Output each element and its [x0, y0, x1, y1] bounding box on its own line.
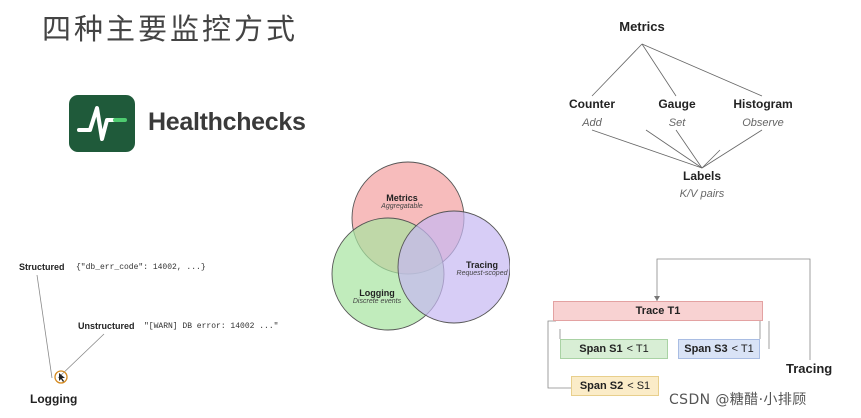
pointer-cursor-icon [54, 370, 68, 384]
span-s2-parent: < S1 [627, 380, 651, 392]
span-s1-parent: < T1 [626, 343, 649, 355]
histogram-label: Histogram [733, 97, 793, 111]
counter-op: Add [582, 117, 602, 129]
unstructured-label: Unstructured [78, 321, 135, 331]
histogram-op: Observe [742, 117, 784, 129]
structured-example: {"db_err_code": 14002, ...} [76, 263, 206, 272]
healthchecks-title: Healthchecks [148, 108, 306, 136]
healthchecks-logo-icon [69, 95, 135, 152]
span-s3-parent: < T1 [731, 343, 754, 355]
watermark-text: CSDN @糖醋·小排顾 [669, 392, 807, 408]
span-s2-box: Span S2 < S1 [571, 376, 659, 396]
span-s2-name: Span S2 [579, 380, 624, 392]
gauge-op: Set [668, 117, 686, 129]
span-s3-box: Span S3 < T1 [678, 339, 760, 359]
venn-diagram [331, 161, 510, 331]
span-s1-box: Span S1 < T1 [560, 339, 668, 359]
counter-label: Counter [569, 97, 615, 111]
structured-label: Structured [19, 262, 65, 272]
span-s3-name: Span S3 [684, 343, 728, 355]
gauge-label: Gauge [658, 97, 696, 111]
page-title: 四种主要监控方式 [42, 12, 299, 46]
pulse-icon [77, 106, 127, 141]
unstructured-example: "[WARN] DB error: 14002 ..." [144, 322, 279, 331]
labels-label: Labels [682, 169, 722, 183]
metrics-root-label: Metrics [619, 19, 665, 34]
span-s1-name: Span S1 [579, 343, 623, 355]
venn-logging-desc: Discrete events [352, 298, 402, 305]
trace-box: Trace T1 [553, 301, 763, 321]
tracing-footer-label: Tracing [786, 361, 833, 376]
labels-desc: K/V pairs [679, 188, 725, 200]
venn-tracing-label: Tracing [465, 260, 499, 270]
venn-logging-label: Logging [359, 288, 395, 298]
venn-metrics-desc: Aggregatable [381, 203, 423, 210]
venn-tracing-circle [397, 210, 510, 324]
venn-tracing-desc: Request-scoped [456, 270, 508, 277]
logging-footer-label: Logging [30, 392, 78, 406]
venn-metrics-label: Metrics [386, 193, 418, 203]
